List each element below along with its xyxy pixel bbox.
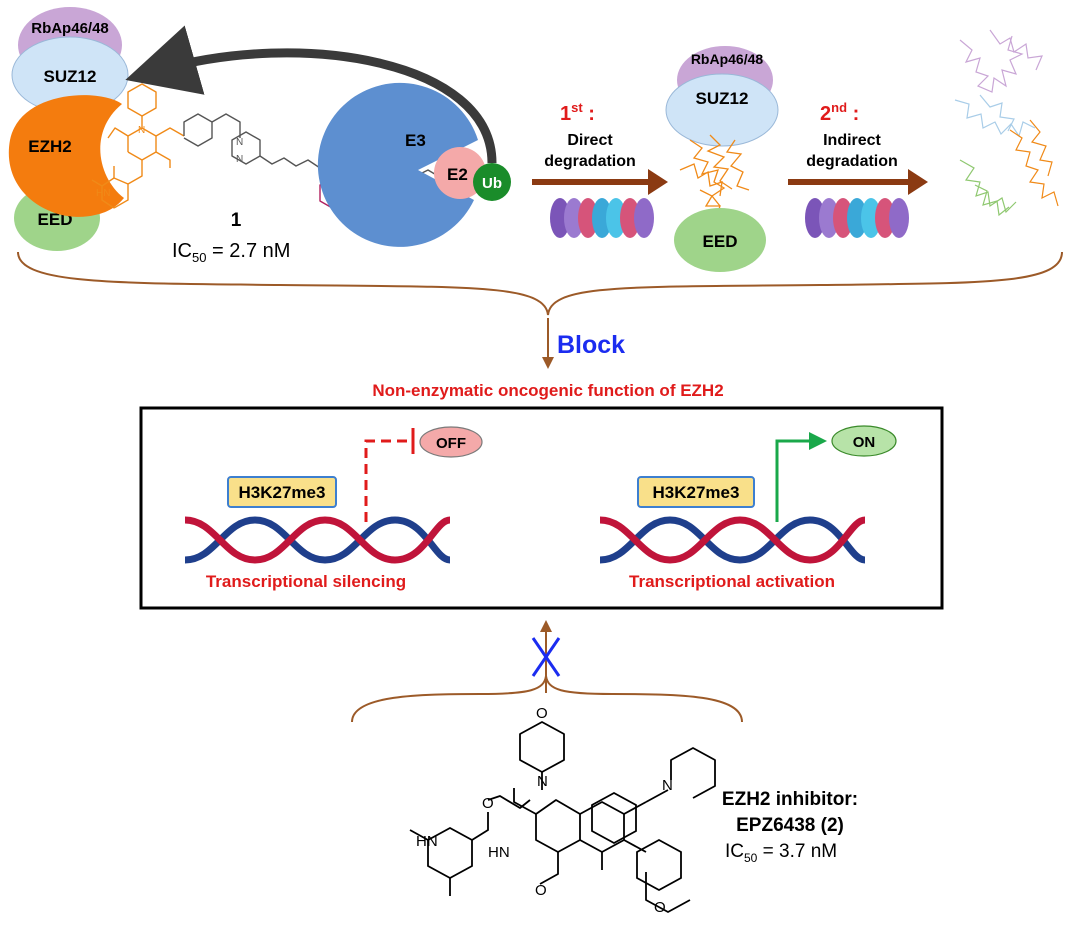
- step-2: 2nd : Indirect degradation: [788, 100, 928, 238]
- dna-helix-left: [184, 516, 451, 564]
- atom-n-morpholine: N: [662, 777, 673, 794]
- ub-label: Ub: [482, 175, 502, 192]
- fully-degraded-complex: [954, 29, 1059, 217]
- e3-ligase: E3 E2 Ub: [317, 82, 511, 247]
- eed-label-2: EED: [703, 232, 738, 251]
- ubiquitin-transfer-arrow: [125, 25, 497, 164]
- activation-line: [775, 432, 827, 522]
- step-2-line2: degradation: [806, 153, 898, 170]
- off-state: [419, 426, 483, 458]
- atom-o-amide: O: [535, 882, 547, 899]
- e2-label: E2: [447, 165, 468, 184]
- silencing-section: H3K27me3 OFF Transcriptional silencing: [184, 426, 483, 591]
- atom-hn-pyridone: HN: [416, 833, 438, 850]
- ubiquitin: [473, 163, 511, 201]
- block-label: Block: [557, 331, 625, 359]
- proteasome-2: [805, 198, 909, 238]
- cross-mark-icon: [531, 637, 561, 677]
- rbap-label-2: RbAp46/48: [691, 51, 764, 67]
- epz6438-structure: [487, 721, 716, 913]
- atom-n-pip-1: N: [236, 137, 243, 148]
- epz6438-rings: [409, 791, 682, 896]
- h3k27me3-badge-left: [227, 476, 337, 508]
- compound-1-ic50: IC50 = 2.7 nM: [172, 240, 290, 265]
- atom-o-pyran: O: [536, 705, 548, 722]
- e3-label: E3: [405, 131, 426, 150]
- step-1-line2: degradation: [544, 153, 636, 170]
- inhibitor-line1: EZH2 inhibitor:: [722, 789, 858, 810]
- atom-o-pyridone: O: [482, 795, 494, 812]
- atom-n-amine-2: N: [537, 773, 548, 790]
- e3-pacman: [317, 82, 478, 247]
- silencing-caption: Transcriptional silencing: [206, 572, 406, 591]
- step-1-line1: Direct: [567, 132, 613, 149]
- function-title: Non-enzymatic oncogenic function of EZH2: [372, 381, 723, 400]
- suz12-label-2: SUZ12: [696, 89, 749, 108]
- step-2-arrow: [788, 169, 928, 195]
- rbap-label: RbAp46/48: [31, 20, 109, 37]
- step-2-line1: Indirect: [823, 132, 881, 149]
- dna-helix-right: [599, 516, 866, 564]
- h3k27me3-label-left: H3K27me3: [239, 483, 326, 502]
- compound-1-caption: 1 IC50 = 2.7 nM: [172, 210, 290, 265]
- atom-n-pip-2: N: [236, 154, 243, 165]
- step-1: 1st : Direct degradation: [532, 100, 668, 238]
- inhibitor-caption: EZH2 inhibitor: EPZ6438 (2) IC50 = 3.7 n…: [722, 789, 858, 865]
- repression-line: [364, 439, 410, 522]
- ezh2-subunit: [8, 95, 125, 217]
- atom-hn-amide: HN: [488, 844, 510, 861]
- mechanism-panel: [139, 406, 944, 610]
- top-brace: [17, 251, 1063, 316]
- atom-o-morpholine: O: [654, 899, 666, 916]
- activation-section: H3K27me3 ON Transcriptional activation: [599, 425, 897, 591]
- on-label: ON: [853, 434, 876, 451]
- off-label: OFF: [436, 435, 466, 452]
- e2-enzyme: [434, 147, 486, 199]
- compound-1-number: 1: [231, 210, 242, 231]
- step-2-ordinal: 2nd :: [820, 100, 859, 125]
- inhibitor-name: EPZ6438 (2): [736, 815, 844, 836]
- proteasome-1: [550, 198, 654, 238]
- h3k27me3-badge-right: [637, 476, 755, 508]
- inhibitor-ic50: IC50 = 3.7 nM: [725, 841, 837, 865]
- ezh2-label: EZH2: [28, 137, 71, 156]
- degraded-ezh2-fragments: [679, 134, 750, 219]
- step-1-arrow: [532, 169, 668, 195]
- atom-n-amine-1: N: [138, 125, 145, 136]
- atom-hn-1: HN: [96, 188, 110, 199]
- on-state: [831, 425, 897, 457]
- prc2-complex: RbAp46/48 SUZ12 EED EZH2: [8, 7, 129, 251]
- bottom-brace: [351, 675, 743, 723]
- h3k27me3-label-right: H3K27me3: [653, 483, 740, 502]
- suz12-label: SUZ12: [44, 67, 97, 86]
- step-1-ordinal: 1st :: [560, 100, 595, 125]
- activation-caption: Transcriptional activation: [629, 572, 835, 591]
- complex-after-step-1: RbAp46/48 SUZ12 EED: [665, 46, 779, 272]
